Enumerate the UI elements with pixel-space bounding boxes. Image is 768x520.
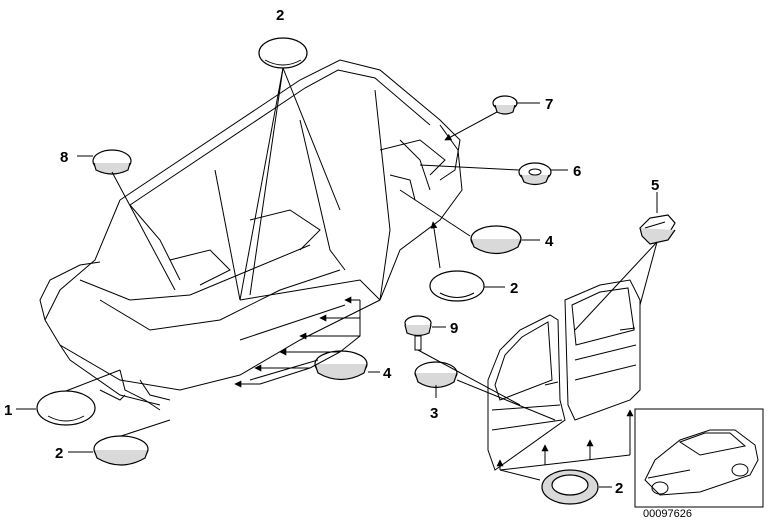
callout-2-bottom-right: 2 bbox=[615, 480, 623, 497]
callout-8: 8 bbox=[60, 149, 68, 166]
part-7 bbox=[492, 95, 518, 115]
callout-7: 7 bbox=[545, 96, 553, 113]
callout-1: 1 bbox=[4, 402, 12, 419]
part-2-mid bbox=[429, 270, 485, 302]
callout-4-center: 4 bbox=[383, 365, 392, 382]
part-4-right bbox=[470, 225, 522, 255]
part-1 bbox=[36, 390, 96, 426]
leader-lines bbox=[16, 67, 658, 488]
callout-2-top: 2 bbox=[276, 7, 284, 24]
callout-6: 6 bbox=[573, 163, 581, 180]
callout-9: 9 bbox=[450, 320, 458, 337]
rear-door bbox=[564, 279, 641, 421]
callout-4-right: 4 bbox=[545, 233, 554, 250]
car-body-shell bbox=[39, 59, 463, 411]
part-2-bottom-right bbox=[541, 469, 599, 505]
part-2-bottom-left bbox=[93, 435, 149, 466]
document-number: 00097626 bbox=[643, 508, 692, 520]
part-2-top bbox=[258, 37, 308, 69]
callout-5: 5 bbox=[651, 177, 659, 194]
part-4-center bbox=[314, 350, 368, 381]
floor-arrows bbox=[234, 296, 361, 388]
part-9 bbox=[404, 315, 432, 351]
thumbnail-car-frame bbox=[634, 408, 764, 508]
part-3 bbox=[414, 361, 458, 389]
callout-3: 3 bbox=[430, 405, 438, 422]
part-8 bbox=[92, 149, 132, 175]
callout-2-mid: 2 bbox=[510, 280, 518, 297]
front-door bbox=[487, 314, 566, 471]
door-arrows bbox=[496, 409, 634, 471]
callout-2-bottom-left: 2 bbox=[55, 445, 63, 462]
part-6 bbox=[518, 162, 552, 186]
part-5 bbox=[639, 214, 676, 245]
